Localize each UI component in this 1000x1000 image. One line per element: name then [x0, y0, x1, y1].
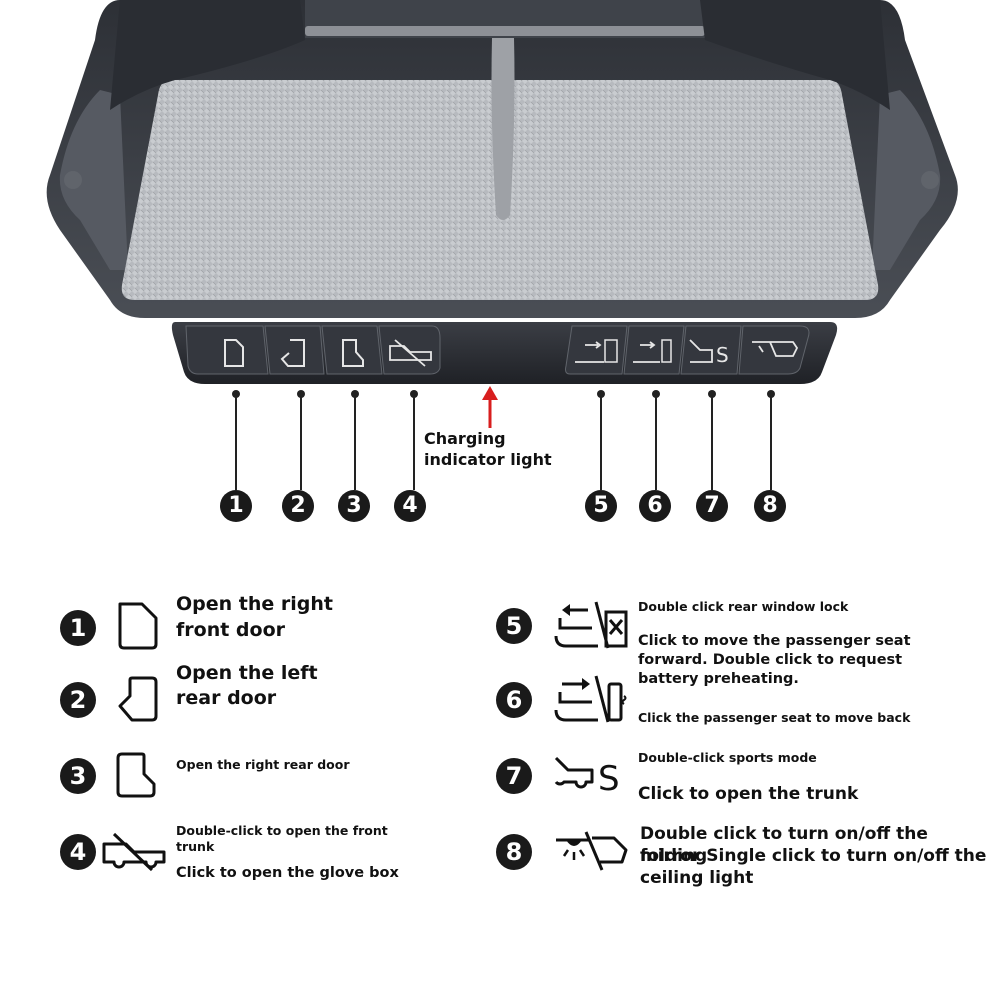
callout-badge-3: 3: [338, 490, 370, 522]
panel-button-5[interactable]: [565, 325, 628, 375]
legend-text-1b: front door: [176, 619, 285, 641]
callout-badge-6: 6: [639, 490, 671, 522]
panel-button-3[interactable]: [321, 325, 383, 375]
callout-line-2: [300, 394, 302, 490]
callout-line-7: [711, 394, 713, 490]
callout-badge-7: 7: [696, 490, 728, 522]
panel-button-8[interactable]: [738, 325, 810, 375]
legend-badge-6: 6: [496, 682, 532, 718]
legend-badge-7: 7: [496, 758, 532, 794]
legend-text-6: Click the passenger seat to move back: [638, 710, 911, 725]
panel-button-4[interactable]: [378, 325, 441, 375]
frunk-glovebox-icon: [102, 832, 166, 872]
panel-button-7[interactable]: S: [680, 325, 742, 375]
legend-text-8a: Double click to turn on/off the folding: [640, 824, 928, 866]
svg-text:S: S: [598, 759, 620, 798]
legend-text-8c: ceiling light: [640, 868, 754, 888]
legend-text-4c: Click to open the glove box: [176, 865, 399, 881]
callout-line-6: [655, 394, 657, 490]
phone-divider: [491, 38, 515, 220]
legend-text-8b: mirror Single click to turn on/off the: [640, 846, 987, 866]
legend-text-1a: Open the right: [176, 593, 333, 615]
legend-badge-1: 1: [60, 610, 96, 646]
panel-button-1[interactable]: [185, 325, 269, 375]
callout-badge-1: 1: [220, 490, 252, 522]
legend-text-3: Open the right rear door: [176, 757, 350, 772]
right-rear-door-icon: [116, 752, 156, 798]
callout-badge-4: 4: [394, 490, 426, 522]
legend-text-2a: Open the left: [176, 662, 318, 684]
legend-text-4b: trunk: [176, 839, 215, 854]
legend-text-7a: Double-click sports mode: [638, 750, 817, 765]
charging-indicator-label: Charging indicator light: [424, 428, 552, 470]
callout-line-4: [413, 394, 415, 490]
charging-label-line1: Charging: [424, 429, 506, 448]
legend-text-7b: Click to open the trunk: [638, 784, 859, 804]
panel-button-2[interactable]: [264, 325, 325, 375]
callout-line-8: [770, 394, 772, 490]
passenger-seat-battery-icon: [554, 675, 627, 723]
callout-line-3: [354, 394, 356, 490]
callout-badge-8: 8: [754, 490, 786, 522]
callout-line-1: [235, 394, 237, 490]
legend-text-5c: forward. Double click to request: [638, 652, 903, 668]
trunk-sports-mode-icon: S: [554, 756, 620, 798]
rear-window-lock-seat-forward-icon: [554, 601, 628, 649]
callout-line-5: [600, 394, 602, 490]
legend-badge-2: 2: [60, 682, 96, 718]
legend-text-5d: battery preheating.: [638, 671, 799, 687]
legend-text-5a: Double click rear window lock: [638, 599, 849, 614]
legend-badge-4: 4: [60, 834, 96, 870]
legend-text-2b: rear door: [176, 687, 277, 709]
callout-badge-5: 5: [585, 490, 617, 522]
ceiling-light-mirror-icon: [556, 831, 628, 871]
legend-badge-8: 8: [496, 834, 532, 870]
svg-text:S: S: [716, 343, 729, 367]
left-rear-door-icon: [118, 676, 158, 722]
legend-text-4a: Double-click to open the front: [176, 823, 388, 838]
legend-badge-5: 5: [496, 608, 532, 644]
charging-indicator-arrow: [482, 386, 498, 428]
legend-badge-3: 3: [60, 758, 96, 794]
legend-text-5b: Click to move the passenger seat: [638, 633, 911, 649]
console-device-illustration: S: [46, 0, 958, 428]
panel-button-6[interactable]: [623, 325, 685, 375]
right-front-door-icon: [118, 602, 158, 650]
charging-label-line2: indicator light: [424, 450, 552, 469]
callout-badge-2: 2: [282, 490, 314, 522]
